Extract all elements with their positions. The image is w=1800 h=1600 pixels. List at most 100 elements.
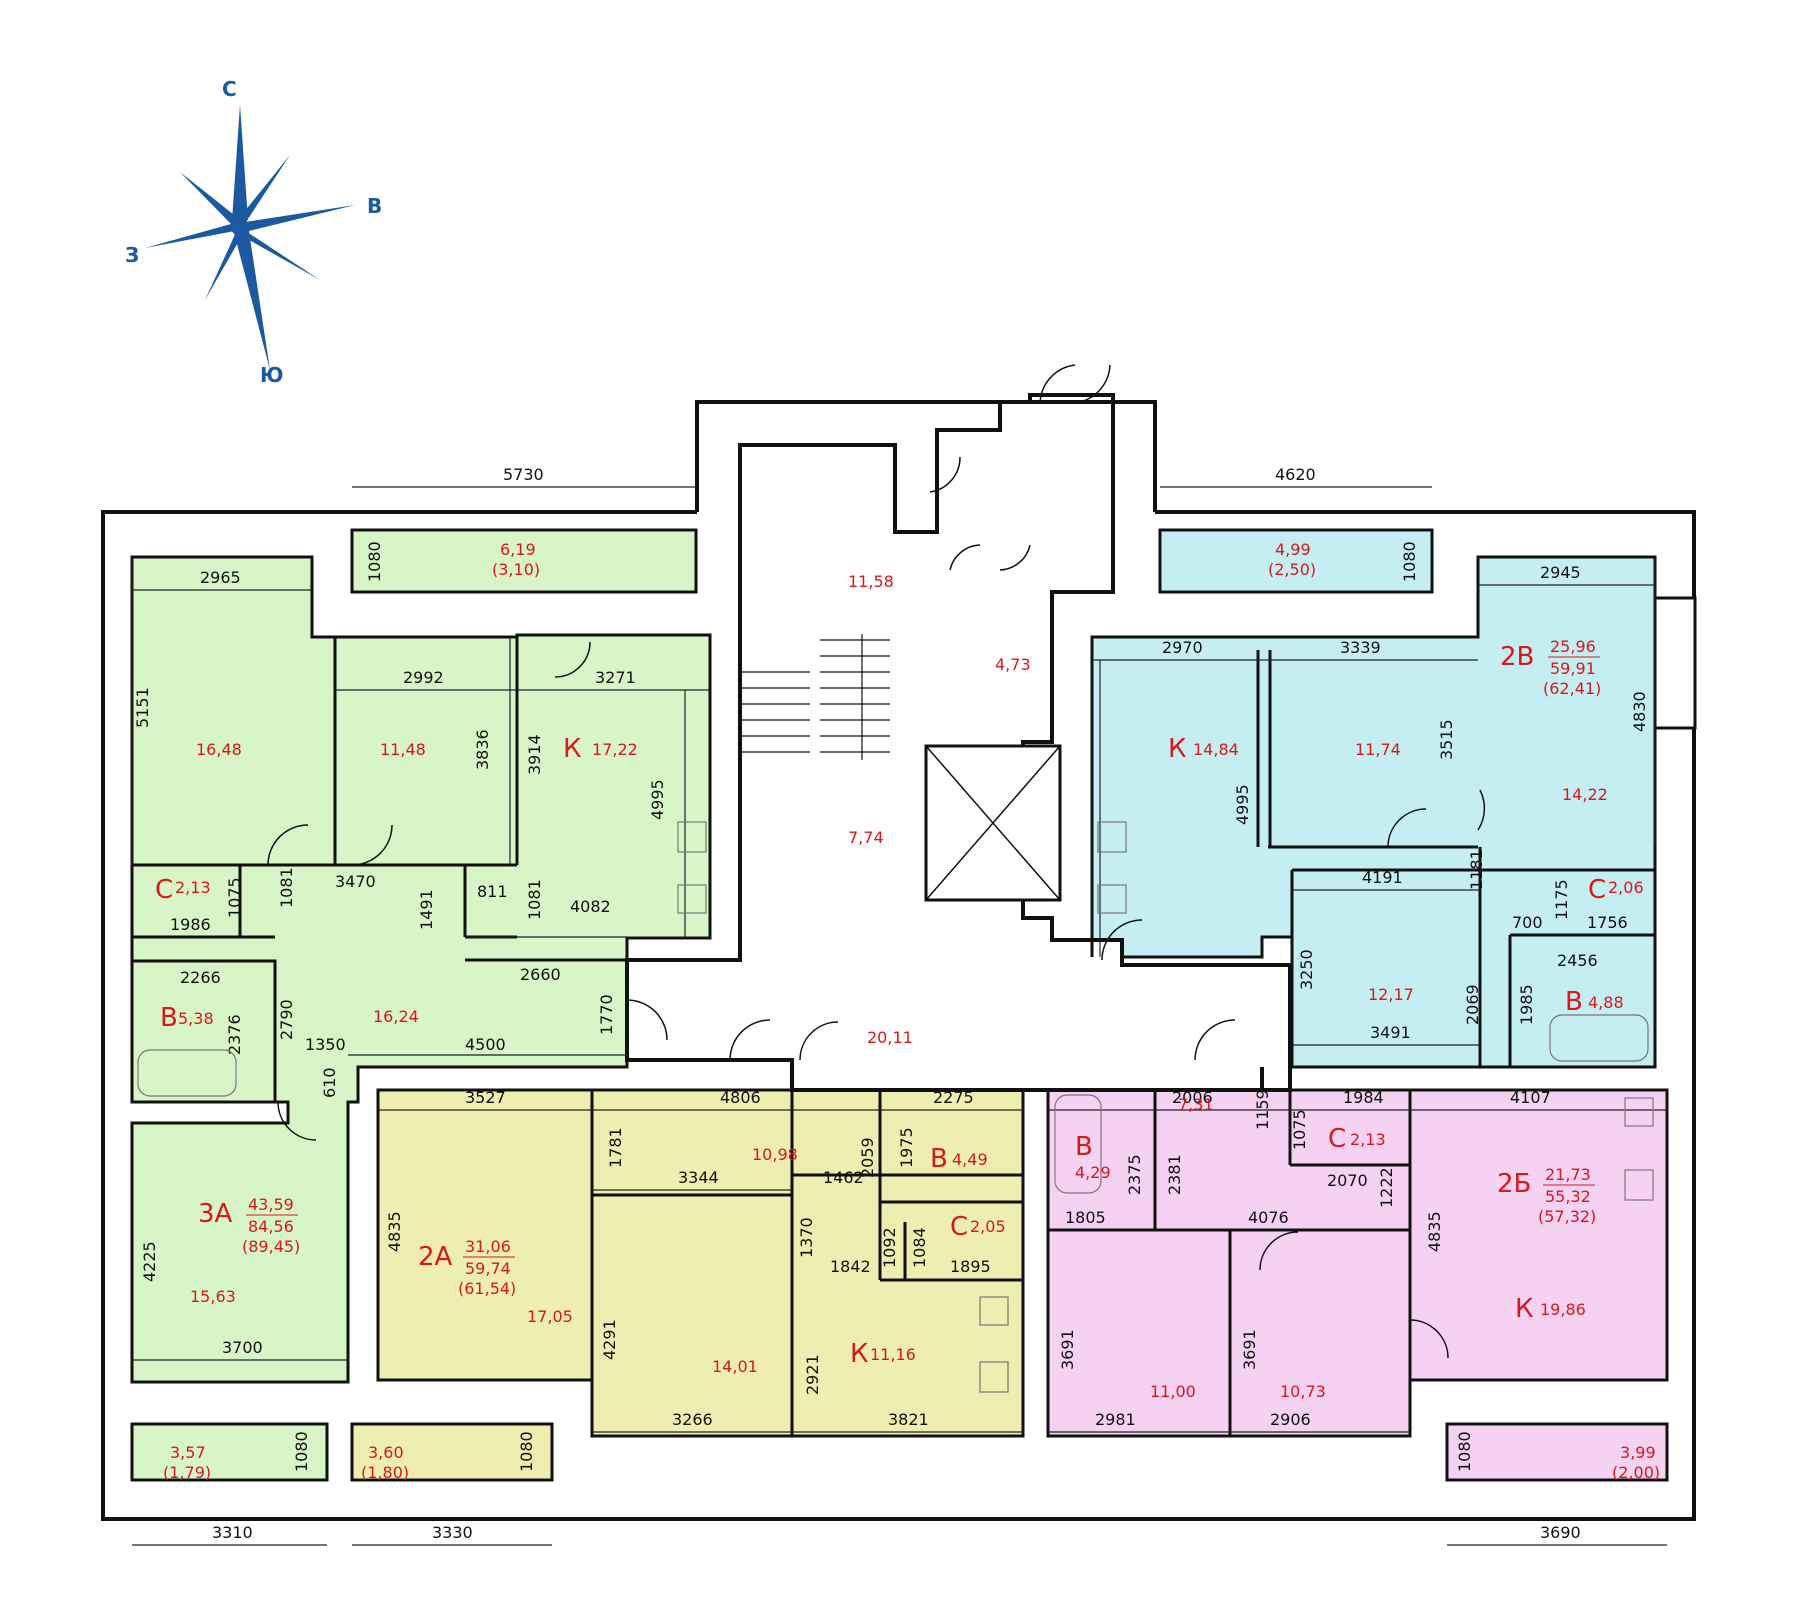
dim-label: 3821 xyxy=(888,1410,929,1429)
room-toilet-label: С xyxy=(155,875,173,905)
dim-label: 3914 xyxy=(525,734,544,775)
apartment-3A xyxy=(130,528,712,1482)
apt-living-area: 31,06 xyxy=(465,1237,511,1256)
dim-label: 4835 xyxy=(385,1211,404,1252)
dim-label: 2921 xyxy=(803,1354,822,1395)
bathtub-icon xyxy=(1054,1094,1102,1194)
dim-label: 1975 xyxy=(897,1127,916,1168)
dim-label: 4291 xyxy=(600,1319,619,1360)
room-area: 11,16 xyxy=(870,1345,916,1364)
compass-south: Ю xyxy=(260,363,283,387)
dim-label: 2906 xyxy=(1270,1410,1311,1429)
apt-total-area: 84,56 xyxy=(248,1217,294,1236)
apartment-2V xyxy=(1090,528,1697,1069)
dim-label: 1370 xyxy=(797,1217,816,1258)
dim-label: 3470 xyxy=(335,872,376,891)
dim-label: 811 xyxy=(477,882,508,901)
stove-icon xyxy=(677,821,707,853)
dim-label: 1159 xyxy=(1253,1089,1272,1130)
dim-label: 1080 xyxy=(365,541,384,582)
dim-label: 700 xyxy=(1512,913,1543,932)
dim-label: 3310 xyxy=(212,1523,253,1542)
room-kitchen-label: К xyxy=(850,1339,868,1369)
apt-total-area: 55,32 xyxy=(1545,1187,1591,1206)
room-area: 20,11 xyxy=(867,1028,913,1047)
room-area: 17,05 xyxy=(527,1307,573,1326)
door-icon xyxy=(1039,364,1076,403)
room-area: 12,17 xyxy=(1368,985,1414,1004)
dim-label: 4191 xyxy=(1362,868,1403,887)
dim-label: 3691 xyxy=(1058,1329,1077,1370)
door-icon xyxy=(929,456,961,493)
dim-label: 4082 xyxy=(570,897,611,916)
bathtub-icon xyxy=(137,1049,237,1097)
dim-label: 1770 xyxy=(597,994,616,1035)
room-areas: 16,48 11,48 К 17,22 С 2,13 16,24 В 5,38 … xyxy=(155,540,1660,1482)
compass-east: В xyxy=(367,194,382,218)
room-kitchen-label: К xyxy=(563,734,581,764)
room-area: (1,79) xyxy=(163,1463,211,1482)
sink-icon xyxy=(1624,1097,1654,1127)
bay-window-2V xyxy=(1653,596,1697,730)
dim-label: 4107 xyxy=(1510,1088,1551,1107)
door-icon xyxy=(626,999,668,1041)
room-area: 7,31 xyxy=(1178,1095,1214,1114)
dim-label: 2069 xyxy=(1463,984,1482,1025)
door-icon xyxy=(799,1021,839,1061)
doors xyxy=(267,364,1486,1359)
dim-label: 1895 xyxy=(950,1257,991,1276)
dim-label: 2059 xyxy=(858,1137,877,1178)
door-icon xyxy=(351,824,393,866)
room-area: 3,57 xyxy=(170,1443,206,1462)
compass-north: С xyxy=(222,77,237,101)
apt-3A-bath xyxy=(130,959,277,1104)
dim-label: 1842 xyxy=(830,1257,871,1276)
dim-label: 3527 xyxy=(465,1088,506,1107)
room-area: 4,49 xyxy=(952,1150,988,1169)
dim-label: 4620 xyxy=(1275,465,1316,484)
dim-label: 1084 xyxy=(910,1227,929,1268)
apt-total-area: 59,74 xyxy=(465,1259,511,1278)
apt-total-balcony: (57,32) xyxy=(1538,1207,1596,1226)
apartment-labels: 3А 43,59 84,56 (89,45) 2А 31,06 59,74 (6… xyxy=(198,637,1601,1298)
dim-label: 1756 xyxy=(1587,913,1628,932)
dim-label: 3339 xyxy=(1340,638,1381,657)
door-icon xyxy=(999,544,1031,571)
compass-rose: С В З Ю xyxy=(125,77,382,387)
dim-label: 3250 xyxy=(1297,949,1316,990)
room-toilet-label: С xyxy=(1588,875,1606,905)
compass-star-icon xyxy=(145,105,355,370)
apt-label: 2А xyxy=(418,1242,453,1272)
dim-label: 5730 xyxy=(503,465,544,484)
dim-label: 2375 xyxy=(1125,1154,1144,1195)
room-area: 16,48 xyxy=(196,740,242,759)
dimension-lines xyxy=(131,486,1667,1546)
apt-label: 2В xyxy=(1500,642,1534,672)
compass-west: З xyxy=(125,243,139,267)
room-area: 17,22 xyxy=(592,740,638,759)
dim-label: 1080 xyxy=(517,1431,536,1472)
room-area: 6,19 xyxy=(500,540,536,559)
apartment-2B xyxy=(1046,1088,1669,1482)
apt-total-balcony: (62,41) xyxy=(1543,679,1601,698)
room-area: 4,88 xyxy=(1588,993,1624,1012)
dim-label: 1984 xyxy=(1343,1088,1384,1107)
dim-label: 610 xyxy=(320,1067,339,1098)
dim-label: 1075 xyxy=(1290,1109,1309,1150)
balcony-2B xyxy=(1445,1422,1669,1482)
bathtub-icon xyxy=(1549,1014,1649,1062)
room-kitchen-label: К xyxy=(1515,1294,1533,1324)
dim-label: 2965 xyxy=(200,568,241,587)
room-bath-label: В xyxy=(160,1003,178,1033)
room-area: 4,73 xyxy=(995,655,1031,674)
room-area: 11,74 xyxy=(1355,740,1401,759)
dim-label: 4225 xyxy=(140,1241,159,1282)
dim-label: 3690 xyxy=(1540,1523,1581,1542)
dim-label: 2970 xyxy=(1162,638,1203,657)
dim-label: 1181 xyxy=(1467,849,1486,890)
dim-label: 1805 xyxy=(1065,1208,1106,1227)
dim-label: 3266 xyxy=(672,1410,713,1429)
dim-label: 3271 xyxy=(595,668,636,687)
interior-walls xyxy=(132,637,1655,1436)
